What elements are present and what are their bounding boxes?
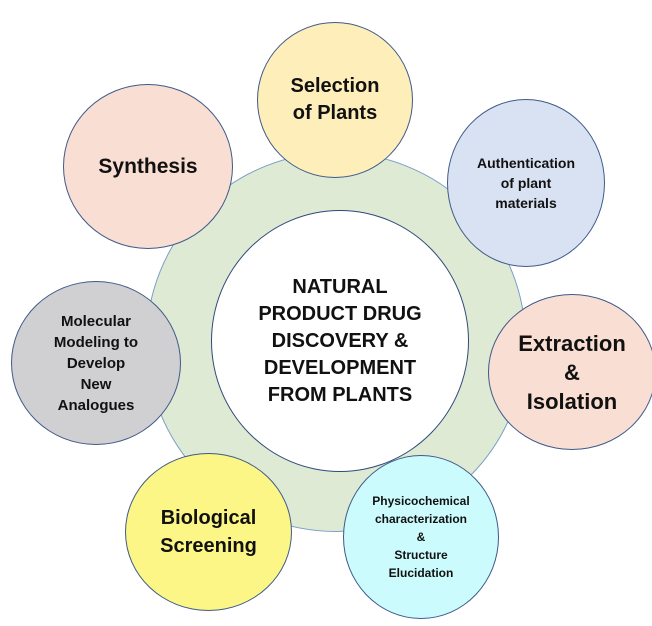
center-circle: NATURAL PRODUCT DRUG DISCOVERY & DEVELOP… (211, 210, 469, 472)
selection-of-plants-circle: Selection of Plants (257, 22, 413, 178)
physicochemical-characterization-label: Physicochemical characterization & Struc… (372, 492, 469, 582)
step-label-line: Selection (290, 75, 380, 97)
center-title-line: PRODUCT DRUG (258, 302, 422, 325)
molecular-modeling-circle: Molecular Modeling to Develop New Analog… (11, 281, 181, 445)
step-label-line: characterization (374, 512, 468, 526)
step-label-line: & (416, 530, 426, 544)
step-label-line: Analogues (57, 396, 135, 414)
biological-screening-label: Biological Screening (160, 504, 257, 560)
step-label-line: Screening (160, 535, 257, 557)
selection-of-plants-label: Selection of Plants (291, 73, 380, 127)
step-label-line: Molecular (60, 312, 132, 330)
step-label-line: & (564, 359, 580, 385)
center-title-line: DISCOVERY & (271, 329, 409, 352)
center-title: NATURAL PRODUCT DRUG DISCOVERY & DEVELOP… (240, 274, 440, 409)
molecular-modeling-label: Molecular Modeling to Develop New Analog… (54, 311, 138, 416)
step-label-line: Develop (66, 354, 126, 372)
synthesis-label: Synthesis (98, 153, 197, 180)
center-title-line: NATURAL (292, 275, 388, 298)
step-label-line: Elucidation (388, 566, 454, 580)
step-label-line: Biological (160, 507, 257, 529)
step-label-line: Isolation (526, 388, 618, 414)
step-label-line: of Plants (292, 102, 378, 124)
step-label-line: of plant (500, 175, 552, 191)
step-label-line: Modeling to (53, 333, 139, 351)
center-title-line: FROM PLANTS (267, 383, 413, 406)
authentication-circle: Authentication of plant materials (447, 99, 605, 267)
step-label-line: Authentication (477, 155, 575, 171)
step-label-line: materials (495, 195, 557, 211)
physicochemical-characterization-circle: Physicochemical characterization & Struc… (343, 455, 499, 619)
step-label-line: Extraction (518, 330, 626, 356)
step-label-line: Synthesis (98, 155, 198, 178)
extraction-isolation-circle: Extraction & Isolation (488, 294, 652, 450)
biological-screening-circle: Biological Screening (125, 453, 292, 611)
extraction-isolation-label: Extraction & Isolation (518, 329, 626, 416)
synthesis-circle: Synthesis (63, 84, 233, 249)
authentication-label: Authentication of plant materials (477, 153, 575, 213)
step-label-line: New (80, 375, 112, 393)
step-label-line: Physicochemical (372, 494, 470, 508)
step-label-line: Structure (394, 548, 448, 562)
center-title-line: DEVELOPMENT (263, 356, 417, 379)
